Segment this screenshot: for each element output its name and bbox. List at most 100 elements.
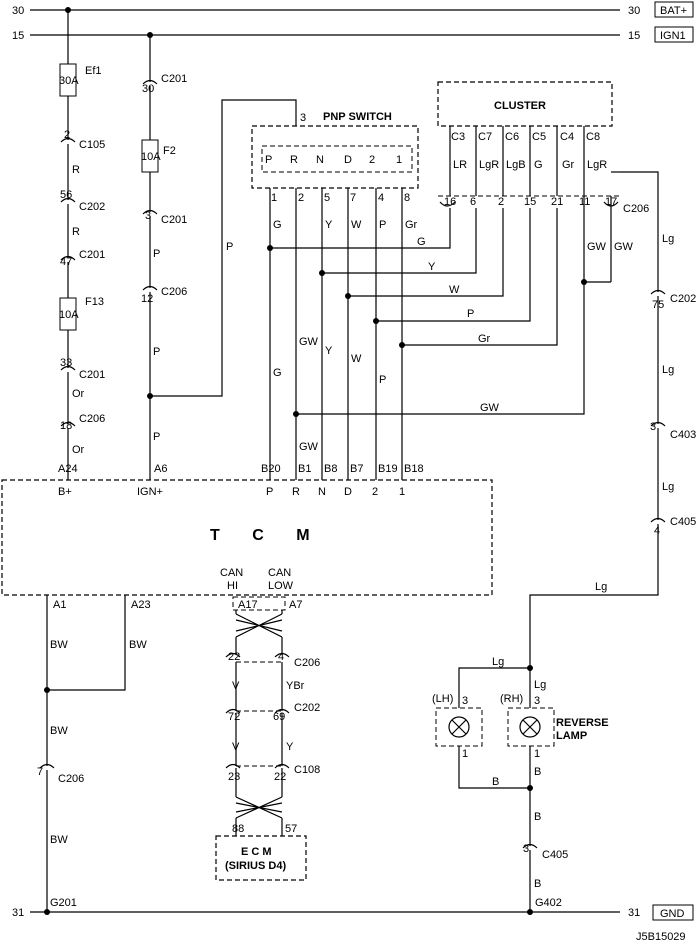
svg-text:GW: GW <box>299 336 319 348</box>
svg-text:2: 2 <box>298 192 304 204</box>
svg-text:A7: A7 <box>289 599 302 611</box>
svg-text:1: 1 <box>271 192 277 204</box>
svg-text:A17: A17 <box>238 599 258 611</box>
svg-text:P: P <box>467 308 474 320</box>
svg-text:V: V <box>232 680 240 692</box>
svg-text:Ef1: Ef1 <box>85 65 102 77</box>
svg-text:C206: C206 <box>58 773 84 785</box>
svg-text:Y: Y <box>286 741 294 753</box>
pnp-switch: PNP SWITCH 3 P R N D 2 1 1 2 5 7 4 8 <box>251 111 419 204</box>
svg-text:56: 56 <box>60 189 72 201</box>
svg-text:30: 30 <box>628 5 640 17</box>
cluster: CLUSTER C3 C7 C6 C5 C4 C8 LR LgR LgB G G… <box>437 81 649 285</box>
svg-text:Lg: Lg <box>492 656 504 668</box>
svg-text:W: W <box>449 284 460 296</box>
svg-text:C201: C201 <box>161 73 187 85</box>
ground-chain: BW BW BW 7 C206 BW G201 <box>37 595 147 915</box>
svg-text:B1: B1 <box>298 463 311 475</box>
svg-text:C5: C5 <box>532 131 546 143</box>
svg-text:F2: F2 <box>163 145 176 157</box>
svg-text:G: G <box>273 367 282 379</box>
svg-text:CAN: CAN <box>220 567 243 579</box>
tcm-module: B+ IGN+ P R N D 2 1 B20 B1 B8 B7 B19 B18… <box>1 463 493 611</box>
svg-text:15: 15 <box>524 196 536 208</box>
svg-text:22: 22 <box>228 651 240 663</box>
svg-text:Gr: Gr <box>562 159 575 171</box>
svg-text:YBr: YBr <box>286 680 305 692</box>
svg-text:C4: C4 <box>560 131 574 143</box>
svg-text:1: 1 <box>399 486 405 498</box>
svg-text:3: 3 <box>300 112 306 124</box>
svg-text:A24: A24 <box>58 463 78 475</box>
svg-text:D: D <box>344 154 352 166</box>
svg-text:3: 3 <box>534 695 540 707</box>
svg-text:LOW: LOW <box>268 580 294 592</box>
svg-text:B: B <box>534 811 541 823</box>
svg-text:P: P <box>226 241 233 253</box>
svg-text:Y: Y <box>428 261 436 273</box>
rail-bat: 30 30 BAT+ <box>12 1 694 18</box>
svg-text:2: 2 <box>372 486 378 498</box>
svg-text:B: B <box>534 766 541 778</box>
svg-text:A1: A1 <box>53 599 66 611</box>
svg-text:23: 23 <box>228 771 240 783</box>
svg-text:B+: B+ <box>58 486 72 498</box>
svg-text:C6: C6 <box>505 131 519 143</box>
svg-text:Gr: Gr <box>405 219 418 231</box>
cross-wires: G Y W P Gr GW <box>267 208 585 417</box>
svg-text:CAN: CAN <box>268 567 291 579</box>
svg-text:BAT+: BAT+ <box>660 5 687 17</box>
svg-text:B: B <box>534 878 541 890</box>
svg-text:N: N <box>318 486 326 498</box>
svg-text:C201: C201 <box>79 249 105 261</box>
svg-text:BW: BW <box>50 834 68 846</box>
svg-text:P: P <box>379 219 386 231</box>
svg-text:C206: C206 <box>79 413 105 425</box>
svg-text:2: 2 <box>498 196 504 208</box>
svg-text:GW: GW <box>614 241 634 253</box>
svg-text:C8: C8 <box>586 131 600 143</box>
svg-text:B19: B19 <box>378 463 398 475</box>
svg-text:LAMP: LAMP <box>556 730 587 742</box>
svg-text:C3: C3 <box>451 131 465 143</box>
svg-text:Gr: Gr <box>478 333 491 345</box>
svg-text:CLUSTER: CLUSTER <box>494 100 546 112</box>
svg-text:6: 6 <box>470 196 476 208</box>
svg-text:Lg: Lg <box>662 481 674 493</box>
svg-text:(SIRIUS D4): (SIRIUS D4) <box>225 860 286 872</box>
svg-text:R: R <box>292 486 300 498</box>
svg-text:GND: GND <box>660 908 685 920</box>
svg-text:15: 15 <box>628 30 640 42</box>
svg-text:B20: B20 <box>261 463 281 475</box>
svg-text:69: 69 <box>273 711 285 723</box>
svg-text:3: 3 <box>523 843 529 855</box>
svg-text:Or: Or <box>72 388 85 400</box>
svg-text:2: 2 <box>64 129 70 141</box>
lamp-rh <box>507 707 555 747</box>
svg-text:A23: A23 <box>131 599 151 611</box>
svg-text:A6: A6 <box>154 463 167 475</box>
ecm-module: 88 57 E C M (SIRIUS D4) <box>215 823 307 881</box>
svg-text:P: P <box>153 346 160 358</box>
svg-text:11: 11 <box>579 196 590 208</box>
svg-text:C405: C405 <box>670 516 696 528</box>
svg-text:B8: B8 <box>324 463 337 475</box>
svg-text:B: B <box>492 776 499 788</box>
svg-text:15: 15 <box>12 30 24 42</box>
pnp-wires: G Y W P Gr GW Y W P G GW <box>269 188 418 480</box>
svg-text:C108: C108 <box>294 764 320 776</box>
svg-text:5: 5 <box>324 192 330 204</box>
svg-text:16: 16 <box>444 196 456 208</box>
svg-text:LgR: LgR <box>479 159 499 171</box>
svg-text:W: W <box>351 353 362 365</box>
svg-text:BW: BW <box>50 725 68 737</box>
svg-text:G: G <box>417 236 426 248</box>
svg-text:10A: 10A <box>141 151 161 163</box>
svg-text:B7: B7 <box>350 463 363 475</box>
svg-text:C206: C206 <box>161 286 187 298</box>
svg-text:W: W <box>351 219 362 231</box>
svg-text:22: 22 <box>274 771 286 783</box>
footer-code: J5B15029 <box>636 931 686 943</box>
svg-text:(RH): (RH) <box>500 693 523 705</box>
svg-text:R: R <box>290 154 298 166</box>
